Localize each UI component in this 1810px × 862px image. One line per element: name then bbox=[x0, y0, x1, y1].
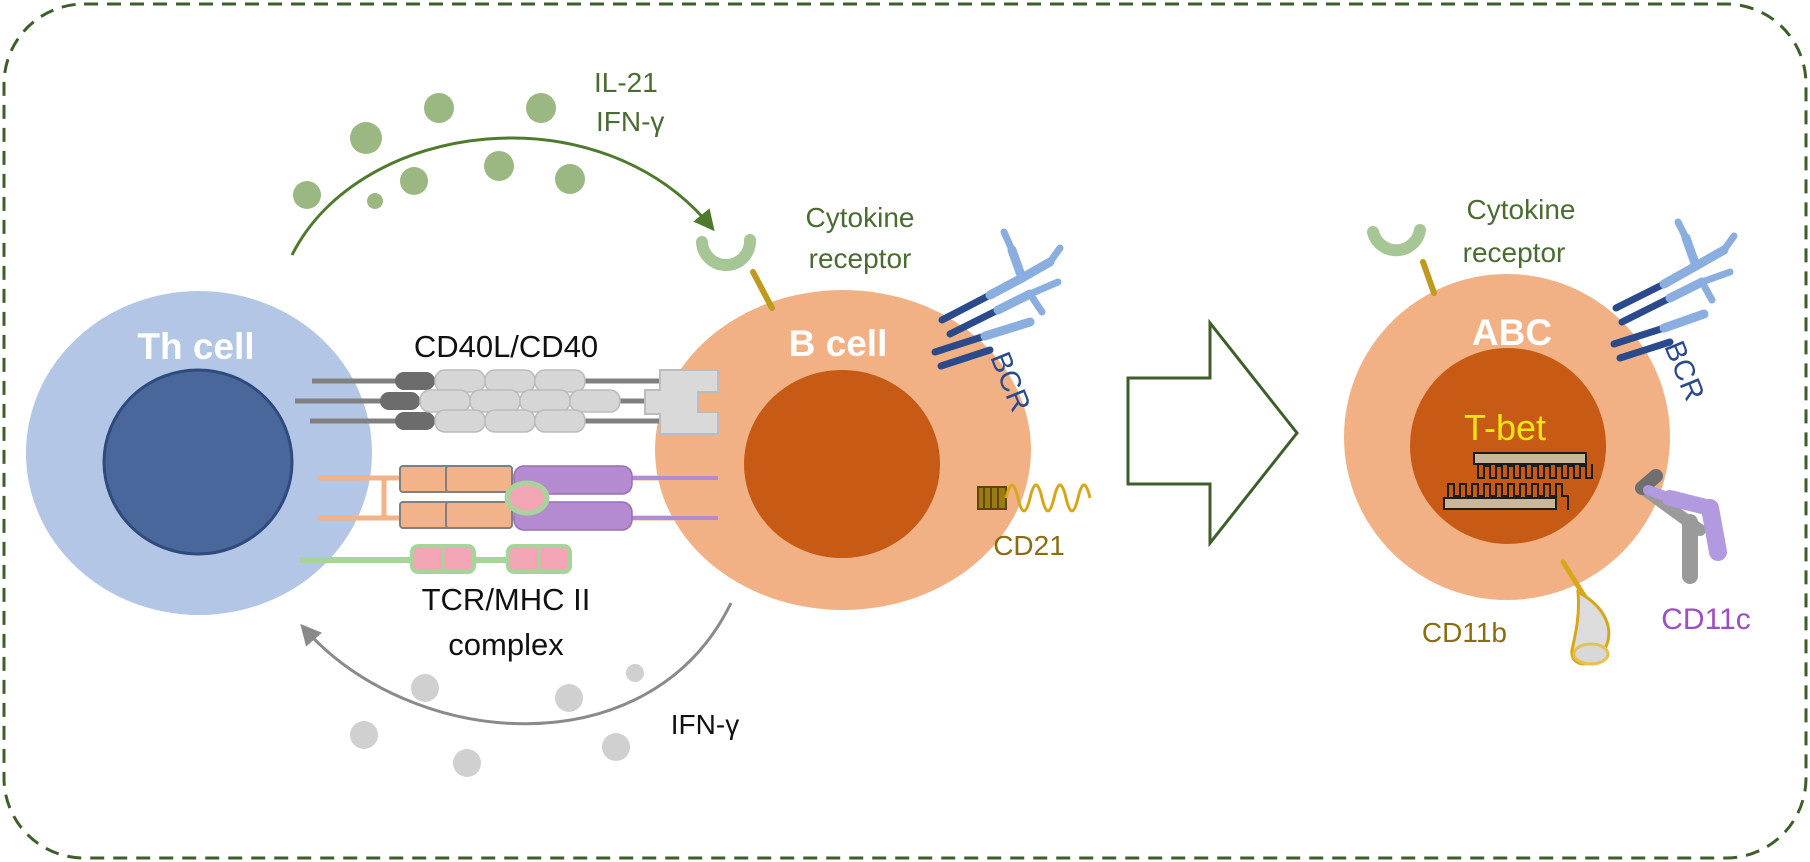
th-cell-label: Th cell bbox=[137, 326, 254, 367]
b-cytokine-receptor-label-line1: Cytokine bbox=[806, 202, 915, 233]
abc-cytokine-receptor-icon bbox=[1367, 224, 1437, 296]
tbet-dna-icon bbox=[1443, 452, 1593, 510]
abc-label: ABC bbox=[1472, 312, 1552, 353]
tcr-mhc-complex bbox=[300, 465, 720, 574]
cytokine-dots-green bbox=[293, 93, 585, 209]
cd11c-icon bbox=[1635, 469, 1727, 584]
b-bcr-icon bbox=[931, 228, 1064, 370]
tcr-label-line1: TCR/MHC II bbox=[422, 582, 591, 617]
cytokine-dots-gray bbox=[350, 664, 644, 777]
abc-cytokine-receptor-label-line1: Cytokine bbox=[1467, 194, 1576, 225]
cd11c-label: CD11c bbox=[1661, 603, 1750, 636]
cd21-icon bbox=[977, 483, 1092, 513]
ifng-bottom-label: IFN-γ bbox=[671, 709, 739, 740]
b-cytokine-receptor-label-line2: receptor bbox=[809, 243, 912, 274]
ifng-arrow-gray bbox=[300, 602, 733, 726]
th-cell-nucleus bbox=[102, 368, 294, 556]
b-cell bbox=[655, 290, 1031, 610]
b-cell-label: B cell bbox=[789, 323, 888, 364]
b-cytokine-receptor-icon bbox=[696, 234, 775, 311]
transition-arrow-icon bbox=[1126, 318, 1299, 548]
cd40l-cd40-complex bbox=[295, 369, 719, 435]
cd11b-label: CD11b bbox=[1422, 617, 1507, 648]
il21-label: IL-21 bbox=[594, 67, 658, 98]
b-cell-nucleus bbox=[744, 370, 940, 558]
abc-bcr-label: BCR bbox=[1658, 337, 1711, 406]
cytokine-arrow-green bbox=[290, 136, 715, 256]
cd11b-icon bbox=[1560, 559, 1611, 666]
ifng-top-label: IFN-γ bbox=[596, 106, 664, 137]
cd40-label: CD40L/CD40 bbox=[414, 329, 598, 364]
tcr-label-line2: complex bbox=[448, 627, 564, 662]
abc-cytokine-receptor-label-line2: receptor bbox=[1463, 237, 1566, 268]
abc-bcr-icon bbox=[1610, 218, 1738, 362]
th-cell bbox=[26, 291, 372, 615]
tbet-label: T-bet bbox=[1464, 407, 1546, 448]
cd21-label: CD21 bbox=[993, 530, 1065, 561]
